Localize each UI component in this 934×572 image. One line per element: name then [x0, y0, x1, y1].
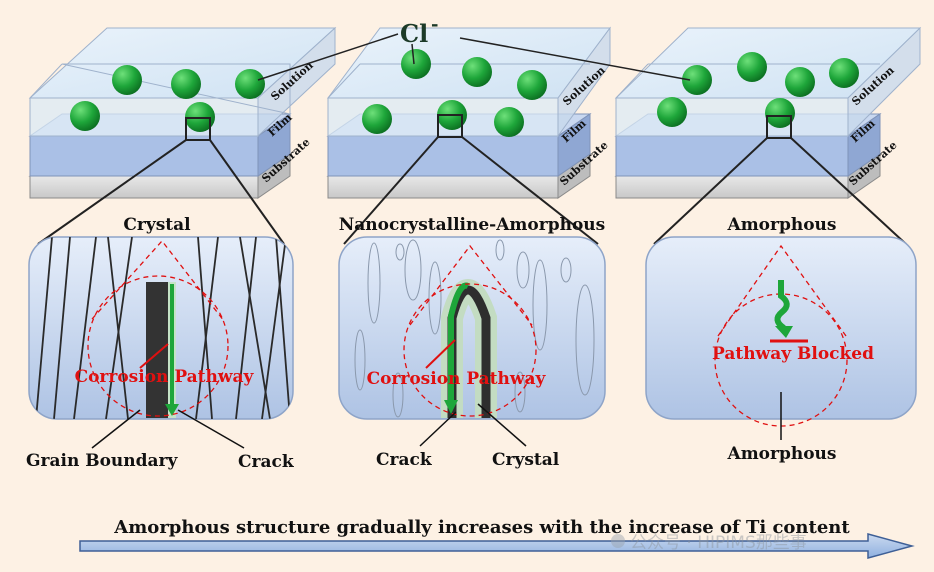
corrosion-pathway-label: Corrosion Pathway — [75, 367, 255, 387]
chloride-ion — [401, 49, 431, 79]
grain-boundaries — [35, 237, 291, 419]
pathway-pointer — [139, 343, 169, 369]
chloride-ion — [462, 57, 492, 87]
zoom-indicators — [37, 114, 907, 245]
chloride-ion — [235, 69, 265, 99]
corrosion-path-arrowhead — [165, 404, 179, 416]
pathway-pointer — [425, 339, 456, 369]
panel-title-crystal: Crystal — [123, 215, 191, 235]
crack — [146, 282, 168, 418]
corrosion-path-arrowhead — [444, 400, 458, 414]
chloride-charge: - — [431, 14, 438, 35]
crystal-label: Crystal — [492, 450, 560, 470]
panel-nanocrystalline-amorphous: Corrosion Pathway — [338, 236, 606, 420]
chloride-ion — [112, 65, 142, 95]
corrosion-path-line — [448, 282, 470, 405]
trend-text: Amorphous structure gradually increases … — [113, 517, 850, 538]
chloride-ion — [765, 98, 795, 128]
chloride-ion — [737, 52, 767, 82]
crack-label: Crack — [376, 450, 433, 470]
zoom-circle — [87, 275, 229, 417]
chloride-ion — [785, 67, 815, 97]
amorphous-label: Amorphous — [727, 444, 837, 464]
panel-title-nanocrystalline-amorphous: Nanocrystalline-Amorphous — [339, 215, 605, 235]
corrosion-path-arrowhead — [775, 326, 793, 338]
pathway-blocked-label: Pathway Blocked — [712, 344, 874, 364]
zoom-cone — [91, 239, 225, 322]
trend-arrow — [79, 533, 915, 559]
zoom-cone — [409, 244, 533, 326]
panel-crystal: Corrosion Pathway — [28, 236, 294, 420]
chloride-ion — [362, 104, 392, 134]
crack-label: Crack — [238, 452, 295, 472]
panel-title-amorphous: Amorphous — [727, 215, 837, 235]
corrosion-pathway-label: Corrosion Pathway — [367, 369, 547, 389]
callout-pointers — [91, 392, 782, 449]
chloride-ion — [829, 58, 859, 88]
zoom-cone — [717, 244, 847, 337]
corrosion-path-line — [774, 280, 790, 331]
callout-labels: Grain Boundary Crack Crack Crystal Amorp… — [26, 444, 837, 472]
chloride-symbol: Cl — [400, 19, 428, 48]
grain-boundary-label: Grain Boundary — [26, 451, 179, 471]
chloride-label: Cl - — [257, 14, 691, 81]
chloride-ion — [70, 101, 100, 131]
watermark-logo-icon — [611, 534, 625, 548]
nanocrystallites — [354, 239, 595, 418]
chloride-ion — [657, 97, 687, 127]
chloride-ion — [517, 70, 547, 100]
chloride-ion — [494, 107, 524, 137]
zoom-circle — [403, 283, 537, 417]
chloride-ion — [171, 69, 201, 99]
chloride-ions — [70, 49, 859, 137]
watermark-text: 公众号 · HIPIMS那些事 — [630, 533, 807, 553]
watermark: 公众号 · HIPIMS那些事 — [611, 533, 807, 553]
chloride-ion — [682, 65, 712, 95]
